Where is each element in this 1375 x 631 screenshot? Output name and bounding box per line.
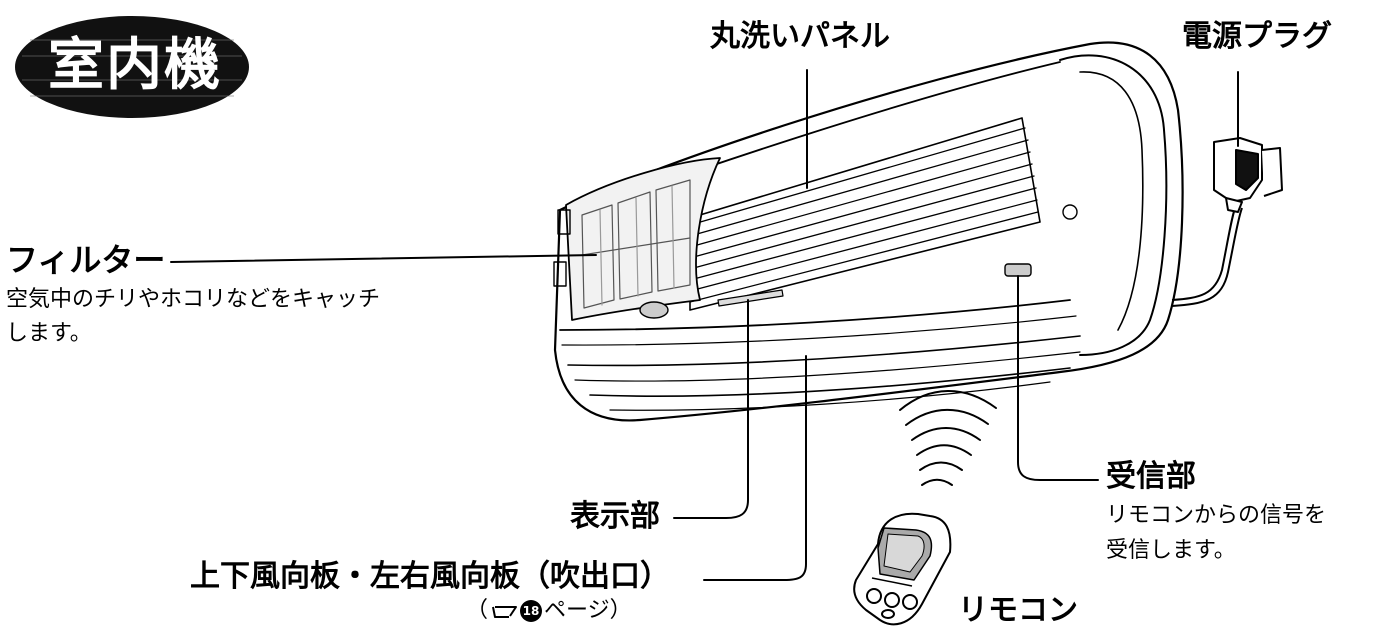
- filter-label: フィルター: [6, 241, 166, 279]
- reference-open-paren: （: [466, 598, 489, 623]
- title-badge: [15, 16, 249, 118]
- receiver-description-line-1: リモコンからの信号を: [1106, 503, 1327, 528]
- display-label: 表示部: [570, 499, 660, 534]
- signal-waves: [899, 390, 997, 486]
- filter-description-line-2: します。: [6, 321, 92, 346]
- page-title: 室内機: [48, 38, 222, 94]
- louver-page-reference: （ 18 ページ）: [466, 600, 632, 622]
- title-char-2: 内: [106, 33, 164, 98]
- title-char-3: 機: [164, 33, 222, 98]
- power-plug-label: 電源プラグ: [1182, 19, 1332, 54]
- indoor-unit: [553, 41, 1184, 422]
- remote-label: リモコン: [958, 593, 1078, 628]
- filter-description-line-1: 空気中のチリやホコリなどをキャッチ: [6, 287, 381, 312]
- pointing-hand-icon: [492, 606, 518, 618]
- receiver-label: 受信部: [1106, 459, 1196, 494]
- leader-lines: [170, 69, 1239, 581]
- panel-label: 丸洗いパネル: [710, 19, 890, 54]
- remote-control: [853, 512, 952, 626]
- reference-page-text: ページ）: [544, 598, 632, 623]
- receiver-description-line-2: 受信します。: [1106, 538, 1236, 563]
- power-plug: [1171, 137, 1283, 307]
- louver-label: 上下風向板・左右風向板（吹出口）: [190, 559, 670, 594]
- title-char-1: 室: [48, 33, 106, 98]
- reference-page-number: 18: [520, 600, 543, 622]
